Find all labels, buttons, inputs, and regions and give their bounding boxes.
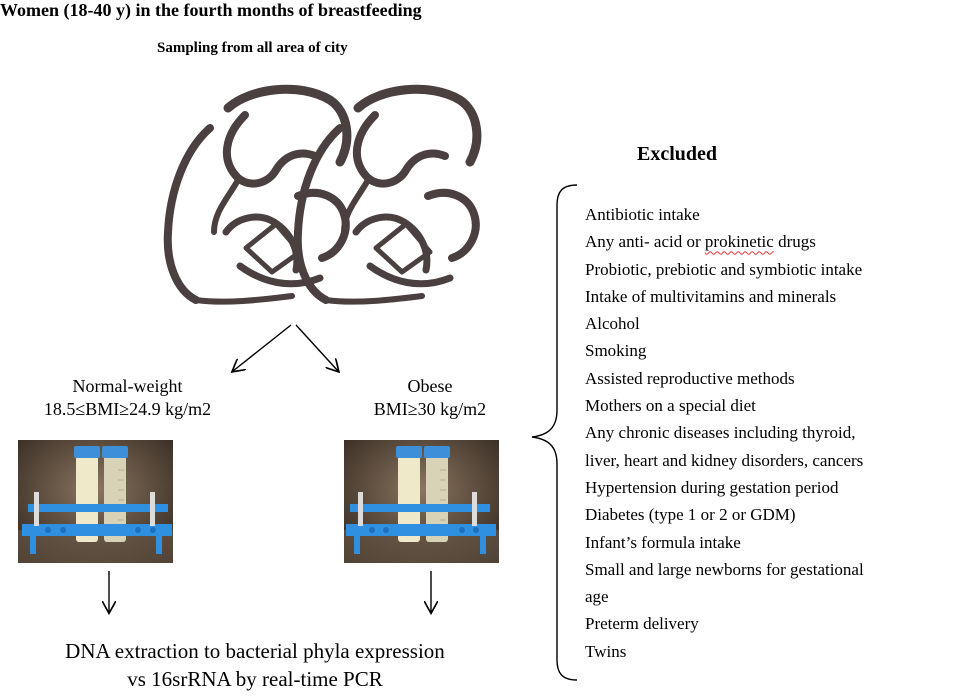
list-item: Assisted reproductive methods (585, 368, 795, 388)
spellcheck-underlined-word: prokinetic (704, 232, 774, 252)
sampling-subtitle: Sampling from all area of city (157, 40, 348, 56)
normal-weight-group-label: Normal-weight 18.5≤BMI≥24.9 kg/m2 (10, 375, 245, 421)
test-tubes-photo (18, 440, 173, 563)
exclusion-criteria-list: Antibiotic intake Any anti- acid or prok… (585, 201, 864, 665)
arrow-to-obese-icon (295, 324, 338, 371)
list-item: Twins (585, 641, 627, 661)
list-item: Any anti- acid or prokinetic drugs (585, 232, 816, 252)
list-item: Smoking (585, 341, 647, 361)
normal-weight-bmi-range: 18.5≤BMI≥24.9 kg/m2 (43, 399, 212, 419)
list-item: Any chronic diseases including thyroid, (585, 423, 856, 443)
test-tubes-photo (344, 440, 499, 563)
list-item: Diabetes (type 1 or 2 or GDM) (585, 505, 796, 525)
arrow-to-normal-icon (233, 324, 292, 371)
list-item: Intake of multivitamins and minerals (585, 286, 837, 306)
outcome-line-2: vs 16srRNA by real-time PCR (127, 667, 383, 691)
list-item: age (585, 587, 609, 607)
mother-breastfeeding-icon (163, 84, 352, 305)
diagram-title: Women (18-40 y) in the fourth months of … (0, 0, 422, 20)
excluded-title: Excluded (637, 143, 718, 165)
obese-bmi-range: BMI≥30 kg/m2 (373, 399, 487, 419)
list-item: Infant’s formula intake (585, 532, 741, 552)
obese-group-label: Obese BMI≥30 kg/m2 (325, 375, 535, 421)
list-item: liver, heart and kidney disorders, cance… (585, 450, 864, 470)
list-item: Hypertension during gestation period (585, 477, 839, 497)
obese-title: Obese (407, 376, 453, 396)
mother-breastfeeding-icon (293, 84, 482, 305)
list-item: Preterm delivery (585, 614, 699, 634)
outcome-line-1: DNA extraction to bacterial phyla expres… (65, 639, 445, 663)
list-item: Alcohol (585, 314, 640, 334)
list-item: Mothers on a special diet (585, 396, 756, 416)
list-item: Probiotic, prebiotic and symbiotic intak… (585, 259, 863, 279)
normal-weight-title: Normal-weight (72, 376, 183, 396)
list-item: Antibiotic intake (585, 205, 700, 224)
list-item: Small and large newborns for gestational (585, 559, 864, 579)
outcome-text: DNA extraction to bacterial phyla expres… (0, 637, 510, 693)
curly-brace-icon (531, 184, 578, 681)
